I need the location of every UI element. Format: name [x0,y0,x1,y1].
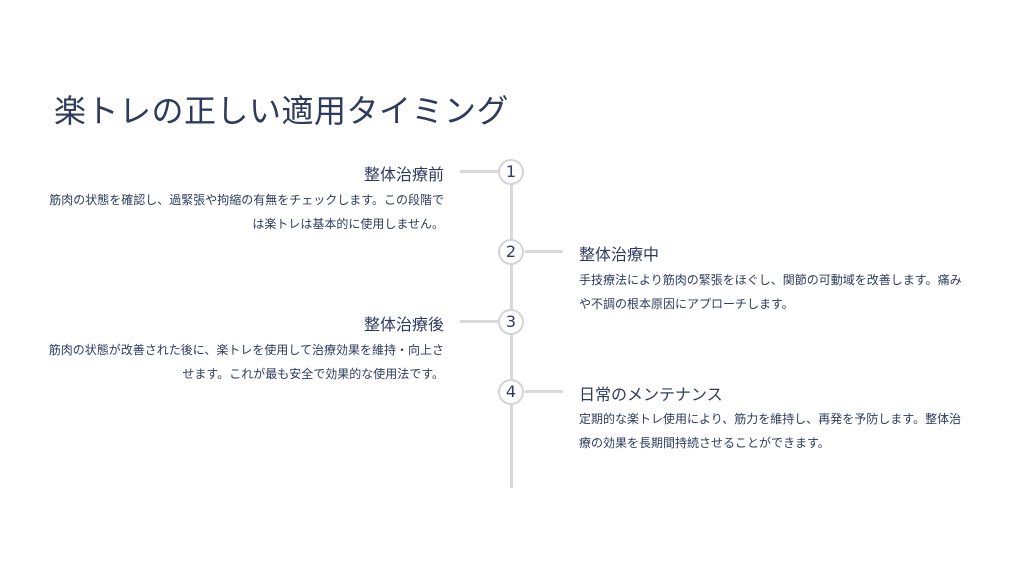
step-2-number: 2 [498,239,524,265]
step-1-title: 整体治療前 [363,165,444,184]
step-4-number: 4 [498,379,524,405]
step-1-desc: 筋肉の状態を確認し、過緊張や拘縮の有無をチェックします。この段階では楽トレは基本… [49,193,444,231]
step-4-title: 日常のメンテナンス [579,385,723,404]
step-1-number: 1 [498,159,524,185]
connector-3 [460,320,498,323]
connector-1 [460,170,498,173]
step-3-desc: 筋肉の状態が改善された後に、楽トレを使用して治療効果を維持・向上させます。これが… [48,343,444,381]
step-2-desc: 手技療法により筋肉の緊張をほぐし、関節の可動域を改善します。痛みや不調の根本原因… [579,273,962,311]
page-title: 楽トレの正しい適用タイミング [54,92,510,130]
step-3-title: 整体治療後 [363,315,444,334]
connector-4 [525,390,563,393]
step-2-title: 整体治療中 [579,245,660,264]
step-4-desc: 定期的な楽トレ使用により、筋力を維持し、再発を予防します。整体治療の効果を長期間… [579,412,962,450]
step-3-number: 3 [498,309,524,335]
connector-2 [525,250,563,253]
